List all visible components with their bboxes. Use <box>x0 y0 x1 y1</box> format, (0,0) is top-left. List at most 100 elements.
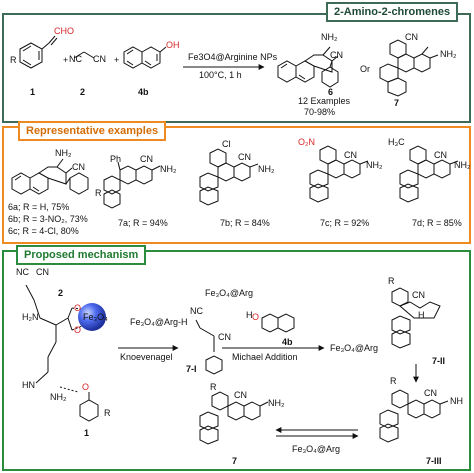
reaction-panel <box>2 13 471 123</box>
cl-label: Cl <box>222 139 231 149</box>
example-6-structure <box>11 158 89 195</box>
cn-label-7II: CN <box>412 290 425 300</box>
conditions-label: 100°C, 1 h <box>199 70 242 80</box>
product-6-label: 6 <box>328 87 333 97</box>
o-label-1: O <box>74 303 81 313</box>
compound-4b-label: 4b <box>138 87 149 97</box>
examples-count: 12 Examples <box>298 96 351 106</box>
o-label-2: O <box>74 325 81 335</box>
cn-label-7I: CN <box>218 332 231 342</box>
example-7c-structure <box>309 145 369 203</box>
cn-label-top: CN <box>93 54 106 64</box>
example-7a-label: 7a; R = 94% <box>118 218 168 228</box>
or-label: Or <box>360 64 370 74</box>
yield-range: 70-98% <box>304 107 335 117</box>
o-label-4b: O <box>252 312 259 322</box>
cn-label-6: CN <box>330 50 343 60</box>
nh2-label-top: NH₂ <box>321 32 338 42</box>
ph-label: Ph <box>110 154 121 164</box>
r-label-ex6: R <box>95 188 102 198</box>
nh2-label-7c: NH₂ <box>366 160 383 170</box>
r-label-7III: R <box>390 376 397 386</box>
r-label-mech: R <box>104 408 111 418</box>
cn-label-7: CN <box>405 32 418 42</box>
mech-naphthol-structure <box>261 313 295 333</box>
catalyst-label: Fe3O4@Arginine NPs <box>188 52 278 62</box>
label-4b-mech: 4b <box>282 337 293 347</box>
mech-product-7-label: 7 <box>232 456 237 466</box>
nc-label-7I: NC <box>190 306 203 316</box>
ch3-label: H₃C <box>388 137 405 147</box>
nh2-label-7b: NH₂ <box>258 164 275 174</box>
fe-arg-label-top: Fe₃O₄@Arg <box>205 288 253 298</box>
nh2-label-mech-7: NH₂ <box>268 398 285 408</box>
aldehyde-label: CHO <box>54 26 74 36</box>
reaction-title: 2-Amino-2-chromenes <box>326 2 459 22</box>
cn-label-ex6: CN <box>72 162 85 172</box>
examples-panel <box>2 126 471 244</box>
h-label-7II: H <box>418 310 425 320</box>
hn-label: HN <box>22 380 35 390</box>
compound-1-label: 1 <box>30 87 35 97</box>
cn-label-7b: CN <box>238 152 251 162</box>
compound-2-label: 2 <box>80 87 85 97</box>
example-7b-structure <box>199 148 259 206</box>
o-label-ald: O <box>82 382 89 392</box>
cn-label-7a: CN <box>140 154 153 164</box>
example-6b-label: 6b; R = 3-NO₂, 73% <box>8 214 88 224</box>
fe-arg-h-label: Fe₃O₄@Arg-H <box>130 317 187 327</box>
arginine-chain-structure <box>25 284 73 384</box>
michael-label: Michael Addition <box>232 352 298 362</box>
int-7I-label: 7-I <box>186 364 197 374</box>
nh2-label-7: NH₂ <box>440 49 457 59</box>
fe-arg-label-right: Fe₃O₄@Arg <box>330 343 378 353</box>
malononitrile-structure <box>73 51 95 59</box>
intermediate-7II-structure <box>391 287 441 349</box>
fe3o4-sphere-label: Fe₃O₄ <box>83 312 108 322</box>
hydrogen-bonds <box>59 307 83 393</box>
oh-label: OH <box>166 40 180 50</box>
no2-label: O₂N <box>298 137 315 147</box>
int-7III-label: 7-III <box>426 456 442 466</box>
mech-benzaldehyde-structure <box>79 392 99 422</box>
h2n-label: H₂N <box>22 312 39 322</box>
cn-label-mech-7: CN <box>234 390 247 400</box>
naphthol-structure <box>123 46 167 69</box>
plus-1: + <box>63 55 68 65</box>
knoevenagel-label: Knoevenagel <box>120 352 173 362</box>
int-7II-label: 7-II <box>432 356 445 366</box>
compound-1-mech-label: 1 <box>84 428 89 438</box>
cn-label-7c: CN <box>344 150 357 160</box>
plus-2: + <box>114 55 119 65</box>
intermediate-7III-structure <box>379 389 449 443</box>
example-7d-label: 7d; R = 85% <box>412 218 462 228</box>
nc-label-top: NC <box>69 54 82 64</box>
nh2-label-7a: NH₂ <box>160 164 177 174</box>
example-7a-structure <box>103 161 161 209</box>
r-label-1: R <box>10 55 17 65</box>
product-7-structure <box>379 39 439 97</box>
r-label-mech-7: R <box>210 382 217 392</box>
nh2-label-ex6: NH₂ <box>55 148 72 158</box>
examples-title: Representative examples <box>18 121 167 141</box>
example-7d-structure <box>399 145 459 203</box>
mech-product-7-structure <box>199 391 269 445</box>
mechanism-panel <box>2 250 471 471</box>
nh2-label-7d: NH₂ <box>454 160 471 170</box>
example-6c-label: 6c; R = 4-Cl, 80% <box>8 226 79 236</box>
benzaldehyde-structure <box>19 35 58 69</box>
product-6-structure <box>277 46 339 88</box>
compound-2-mech-label: 2 <box>58 288 63 298</box>
nh-label-7III: NH <box>450 396 463 406</box>
intermediate-7I-structure <box>195 319 223 375</box>
example-6a-label: 6a; R = H, 75% <box>8 202 69 212</box>
nc-label-mech: NC <box>16 267 29 277</box>
cn-label-7III: CN <box>424 388 437 398</box>
nh2-label-mech: NH₂ <box>50 392 67 402</box>
h-label-mech: H <box>246 310 253 320</box>
cn-label-mech: CN <box>36 267 49 277</box>
example-7c-label: 7c; R = 92% <box>320 218 369 228</box>
cn-label-7d: CN <box>434 150 447 160</box>
fe-arg-label-bottom: Fe₃O₄@Arg <box>292 444 340 454</box>
